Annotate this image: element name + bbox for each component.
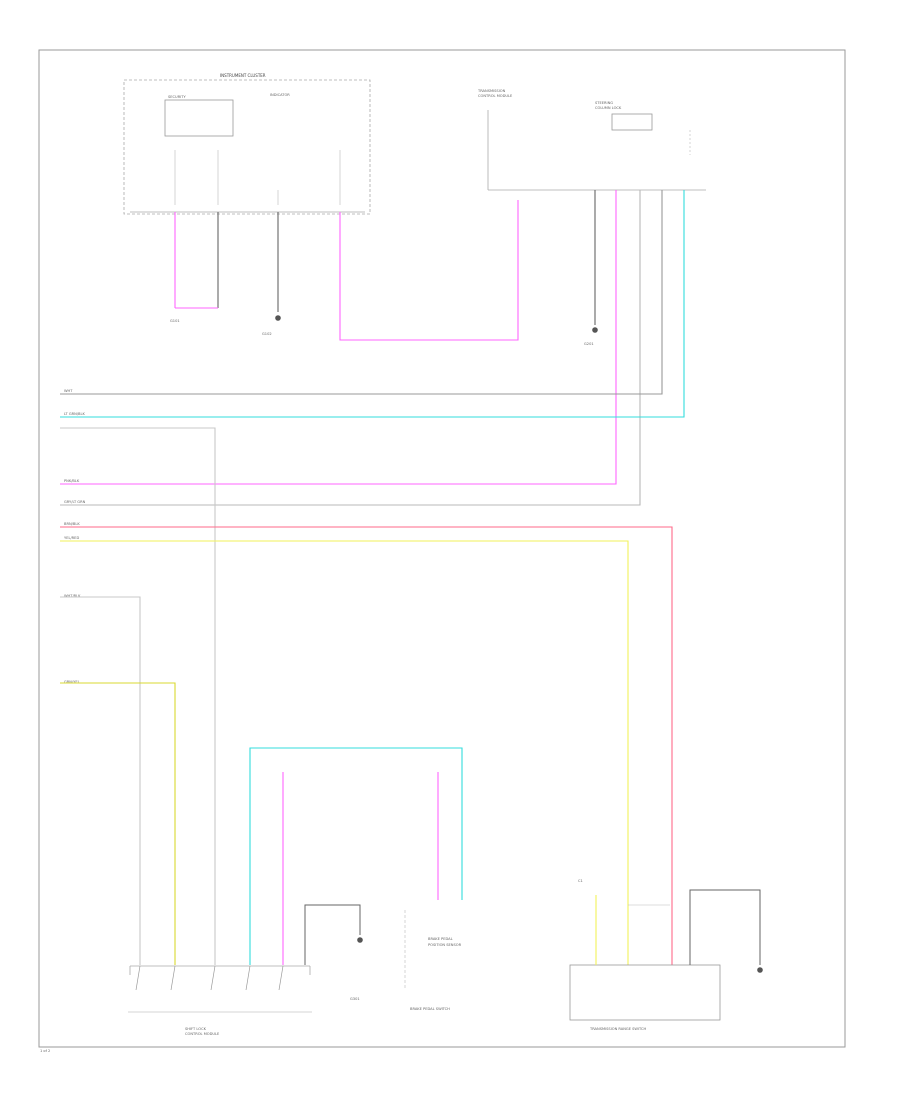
wire-label-wht: WHT	[64, 389, 73, 393]
ground-g201-icon	[592, 327, 598, 333]
ground1-label: G101	[170, 319, 180, 323]
ground4-label: G301	[350, 997, 360, 1001]
wire-label-brn-blk: BRN/BLK	[64, 522, 80, 526]
right-top2-label: COLUMN LOCK	[595, 106, 622, 110]
ground3-label: G201	[584, 342, 594, 346]
instrument-cluster-module: INSTRUMENT CLUSTER SECURITY INDICATOR	[123, 73, 371, 215]
wire-olive	[60, 682, 176, 965]
bottom-mid-label: BRAKE PEDAL SWITCH	[410, 1007, 450, 1011]
wire-yellow	[60, 540, 629, 965]
bottom-left-label-b: CONTROL MODULE	[185, 1032, 220, 1036]
page-ref-label: 1 of 2	[40, 1049, 50, 1053]
wire-red	[60, 526, 673, 965]
wire-label-pnk-blk: PNK/BLK	[64, 479, 80, 483]
wire-wht-left	[60, 596, 141, 965]
bottom-left-label-a: SHIFT LOCK	[185, 1027, 207, 1031]
tcm-wires	[60, 190, 685, 506]
diagram-frame	[38, 49, 846, 1048]
tcm-top-label: TRANSMISSION	[477, 89, 506, 93]
connector-label: C1	[578, 879, 583, 883]
brake-pedal-switch-module: BRAKE PEDAL POSITION SENSOR BRAKE PEDAL …	[404, 910, 462, 1011]
wire-wht-down	[60, 427, 216, 965]
instrument-cluster-label: INSTRUMENT CLUSTER	[220, 73, 266, 78]
wire-label-grn-yel: GRN/YEL	[64, 680, 80, 684]
ground-g101-icon	[275, 315, 281, 321]
wire-label-yel-red: YEL/RED	[64, 536, 79, 540]
rear-module-label-2: POSITION SENSOR	[428, 943, 462, 947]
rear-module-label-1: BRAKE PEDAL	[428, 937, 453, 941]
ic-sub2-label: INDICATOR	[270, 93, 290, 97]
right-top1-label: STEERING	[595, 101, 613, 105]
tcm-module: TRANSMISSION CONTROL MODULE STEERING COL…	[477, 89, 706, 191]
ic-wires	[174, 200, 519, 341]
transmission-range-switch-module: C1 TRANSMISSION RANGE SWITCH	[569, 879, 763, 1031]
ground-right-icon	[757, 967, 763, 973]
wire-label-wht-2: WHT/BLK	[64, 594, 81, 598]
shift-lock-module: SHIFT LOCK CONTROL MODULE G301	[128, 904, 363, 1036]
wire-label-gry-lt-grn: GRY/LT GRN	[64, 500, 86, 504]
tcm-sub-label: CONTROL MODULE	[478, 94, 513, 98]
bottom-right-label: TRANSMISSION RANGE SWITCH	[589, 1027, 647, 1031]
ground2-label: G102	[262, 332, 272, 336]
wire-label-lt-grn-blk: LT GRN/BLK	[64, 412, 85, 416]
ground-g301-icon	[357, 937, 363, 943]
wire-cyan-loop	[249, 747, 463, 965]
ic-sub1-label: SECURITY	[168, 95, 186, 99]
